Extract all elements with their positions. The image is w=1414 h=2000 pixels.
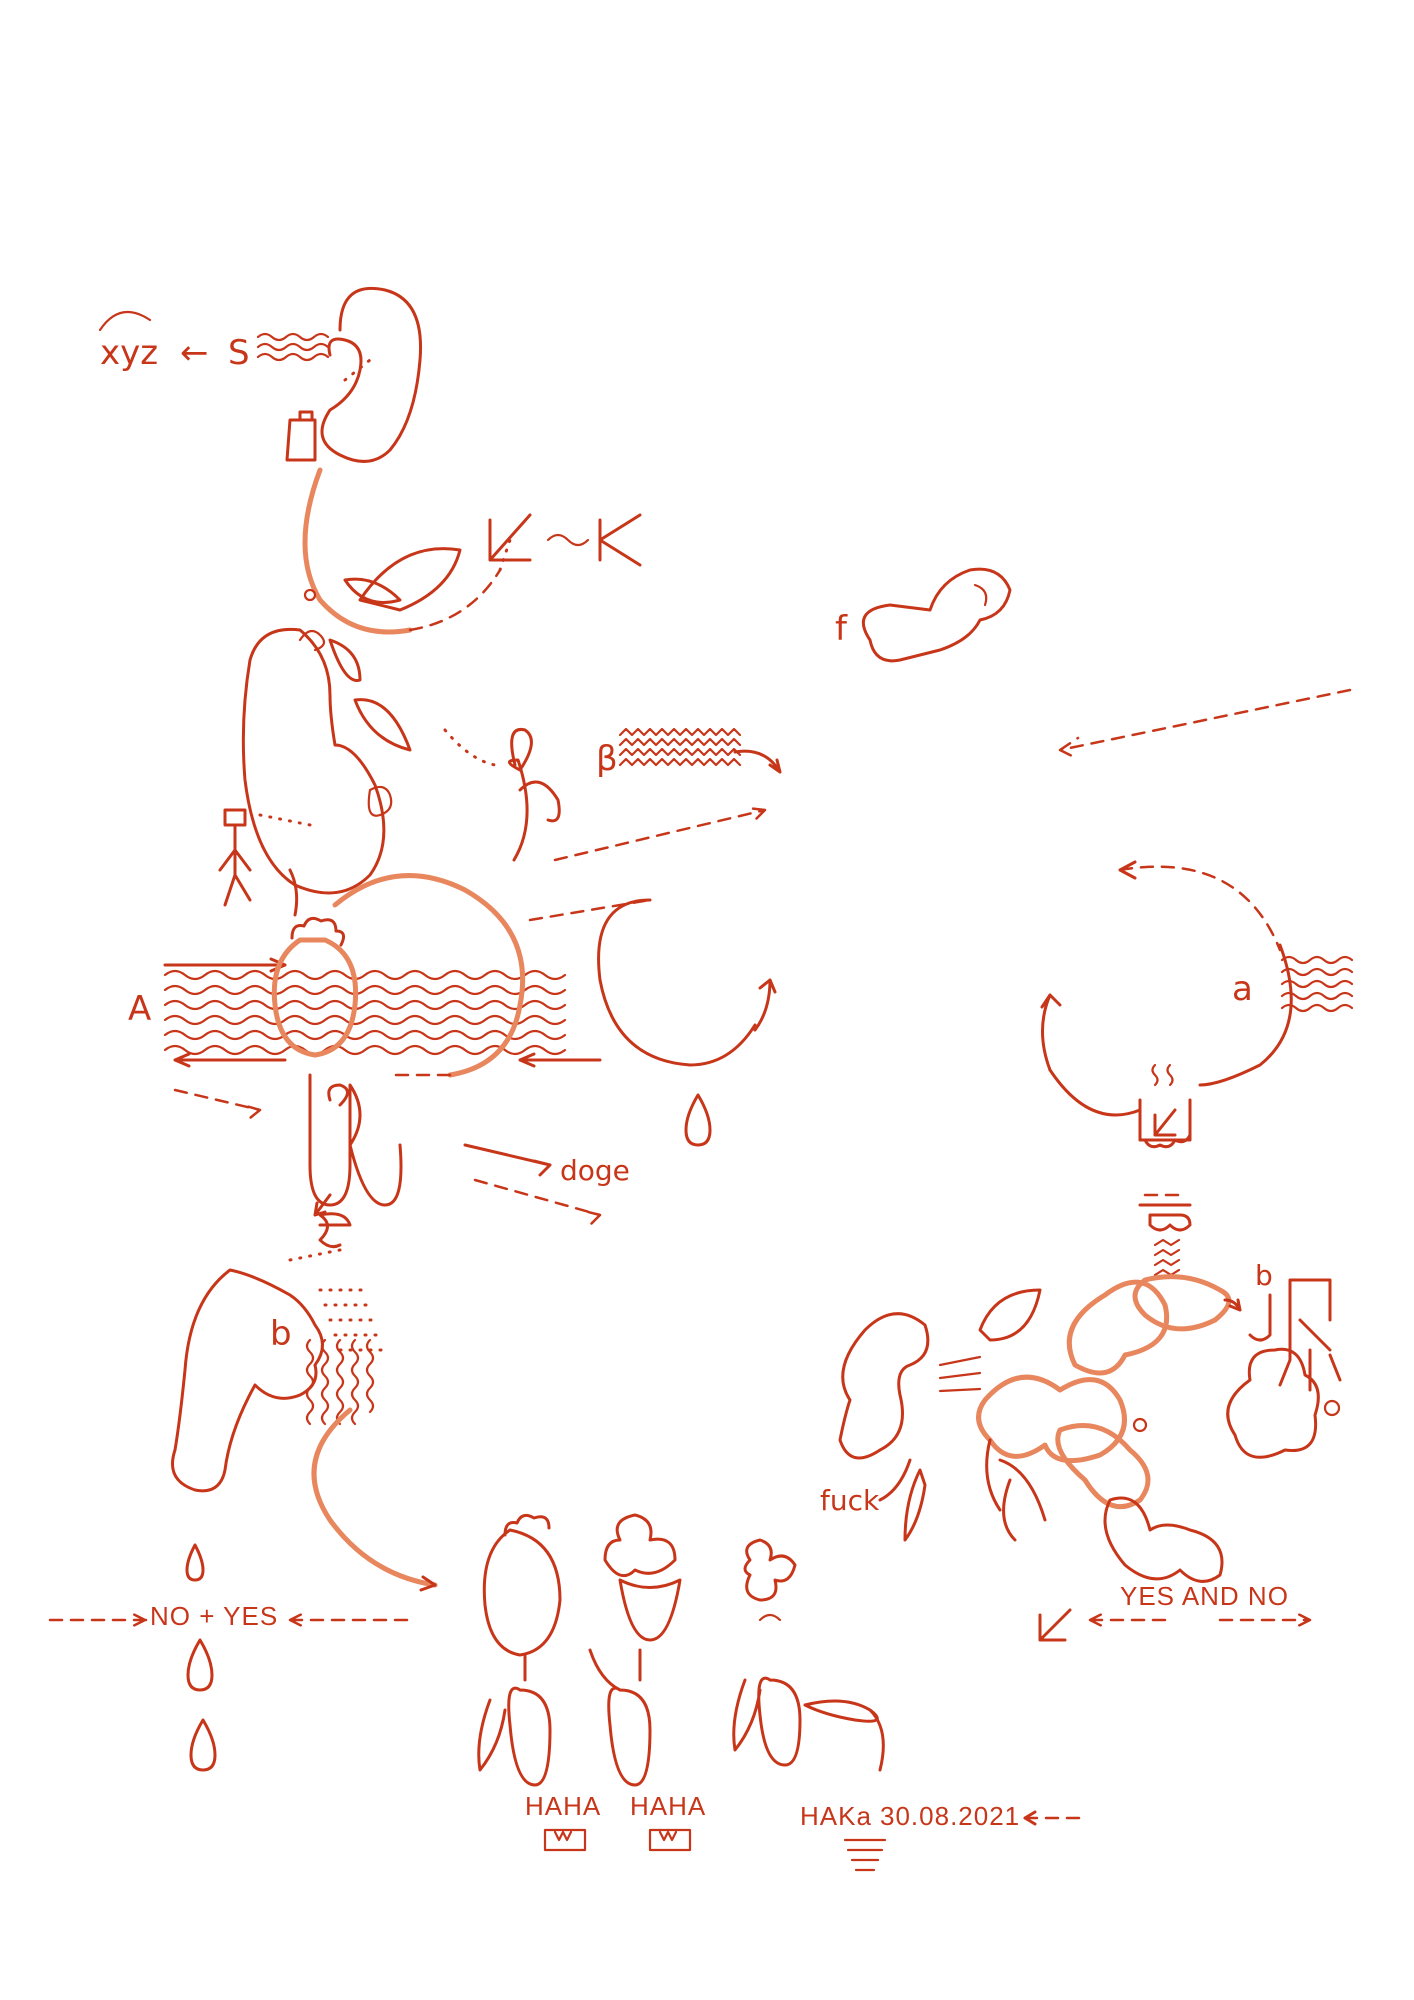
xyz-group: xyz ← S xyxy=(98,310,330,373)
body-figure xyxy=(308,1073,403,1207)
upper-arrow xyxy=(163,957,287,973)
a-upper-label: A xyxy=(128,989,151,1029)
ear-figure xyxy=(285,286,423,463)
beta-curl-icon xyxy=(508,727,561,862)
figure-haha-1: HAHA xyxy=(477,1513,601,1852)
f-label: f xyxy=(835,609,848,649)
s-label: S xyxy=(228,333,250,373)
crown-1-icon xyxy=(543,1828,587,1852)
fuck-label: fuck xyxy=(820,1484,880,1517)
yes-no-arrow-left xyxy=(1088,1612,1172,1628)
b-small-label: b xyxy=(1255,1259,1273,1292)
b-body-figure xyxy=(171,1268,324,1493)
bottle-icon xyxy=(285,410,317,462)
right-waves xyxy=(1280,955,1354,1013)
dotted-curve xyxy=(443,728,497,767)
dashed-line-circle xyxy=(528,898,652,922)
big-soft-circle xyxy=(332,873,526,1078)
sunglasses-icon xyxy=(1138,1203,1192,1232)
b-sign-icon xyxy=(318,1212,352,1249)
drop-low-icon xyxy=(189,1718,217,1772)
blob-cluster xyxy=(838,1274,1341,1583)
tall-figure xyxy=(218,627,412,917)
steam-icon xyxy=(1151,1063,1174,1087)
small-circle xyxy=(303,588,317,602)
k-arrow-icon xyxy=(598,513,642,567)
doge-arrow-2 xyxy=(473,1178,602,1227)
vertical-waves xyxy=(305,1338,375,1426)
cup-figure xyxy=(1138,1098,1192,1149)
soft-swoop xyxy=(311,1407,438,1588)
A-waves xyxy=(163,969,567,1056)
right-circle-arrow xyxy=(1040,993,1062,1072)
no-yes-label: NO + YES xyxy=(150,1601,278,1631)
right-circle xyxy=(1198,943,1293,1087)
plant-figure xyxy=(218,808,252,907)
figure-signature xyxy=(732,1538,885,1772)
left-arrow-label: ← xyxy=(180,333,209,373)
b-body-label: b xyxy=(270,1314,292,1354)
dashed-arrow-1 xyxy=(553,806,767,862)
drop-small-icon xyxy=(185,1543,205,1582)
lower-arrow xyxy=(173,1052,287,1068)
diag-arrow-bottom-icon xyxy=(1038,1608,1072,1642)
tilde-icon xyxy=(546,533,590,547)
a-lower-label: a xyxy=(1232,969,1253,1009)
leaf-icon xyxy=(358,547,462,612)
drop-mid-icon xyxy=(186,1638,214,1692)
knot-icon xyxy=(298,629,326,652)
knot-icon-2 xyxy=(367,785,393,817)
diag-arrow-icon xyxy=(488,513,532,562)
curve-arrow-icon xyxy=(733,749,782,774)
partial-circle-arrow xyxy=(753,978,777,1032)
beta-label: β xyxy=(596,739,618,779)
wave-lines xyxy=(256,332,330,362)
loop-arrow-icon xyxy=(98,310,152,332)
crown-2-icon xyxy=(648,1828,692,1852)
yes-and-no-label: YES AND NO xyxy=(1120,1581,1289,1611)
music-figure xyxy=(1248,1278,1342,1392)
partial-circle xyxy=(597,898,757,1067)
doge-arrow-1 xyxy=(463,1143,552,1177)
curly-hair xyxy=(290,916,346,947)
signature-label: HAKa xyxy=(800,1801,872,1831)
xyz-label: xyz xyxy=(100,333,158,373)
soft-arc xyxy=(302,467,413,635)
dashed-arrow-2 xyxy=(1058,688,1352,760)
yes-no-arrow-right xyxy=(1218,1612,1312,1628)
right-arrow xyxy=(518,1052,602,1068)
dashed-arc-right xyxy=(1118,865,1282,952)
doge-label: doge xyxy=(560,1154,630,1187)
fist-figure xyxy=(861,567,1012,663)
drop-icon xyxy=(684,1093,712,1147)
figure-haha-2: HAHA xyxy=(588,1513,706,1852)
dashed-arc xyxy=(408,568,502,632)
haha-1-label: HAHA xyxy=(525,1791,601,1821)
date-label: 30.08.2021 xyxy=(880,1801,1020,1831)
small-diag-arrow-icon xyxy=(1153,1108,1177,1137)
zigzag-block xyxy=(618,727,742,767)
egg-head xyxy=(271,937,359,1058)
no-yes-arrow-right xyxy=(288,1612,412,1628)
no-yes-arrow-left xyxy=(48,1612,152,1628)
leaf-icon-2 xyxy=(343,577,402,604)
haha-2-label: HAHA xyxy=(630,1791,706,1821)
signature-stripes xyxy=(843,1838,887,1872)
dashed-arrow-left xyxy=(173,1088,262,1120)
body-curl xyxy=(327,1083,349,1107)
